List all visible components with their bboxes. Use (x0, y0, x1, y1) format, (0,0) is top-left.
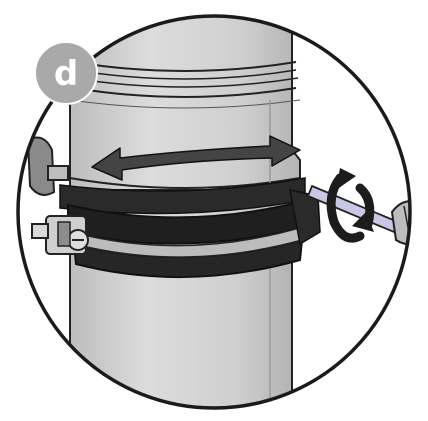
step-badge-label: d (54, 54, 78, 94)
step-badge: d (35, 42, 97, 104)
